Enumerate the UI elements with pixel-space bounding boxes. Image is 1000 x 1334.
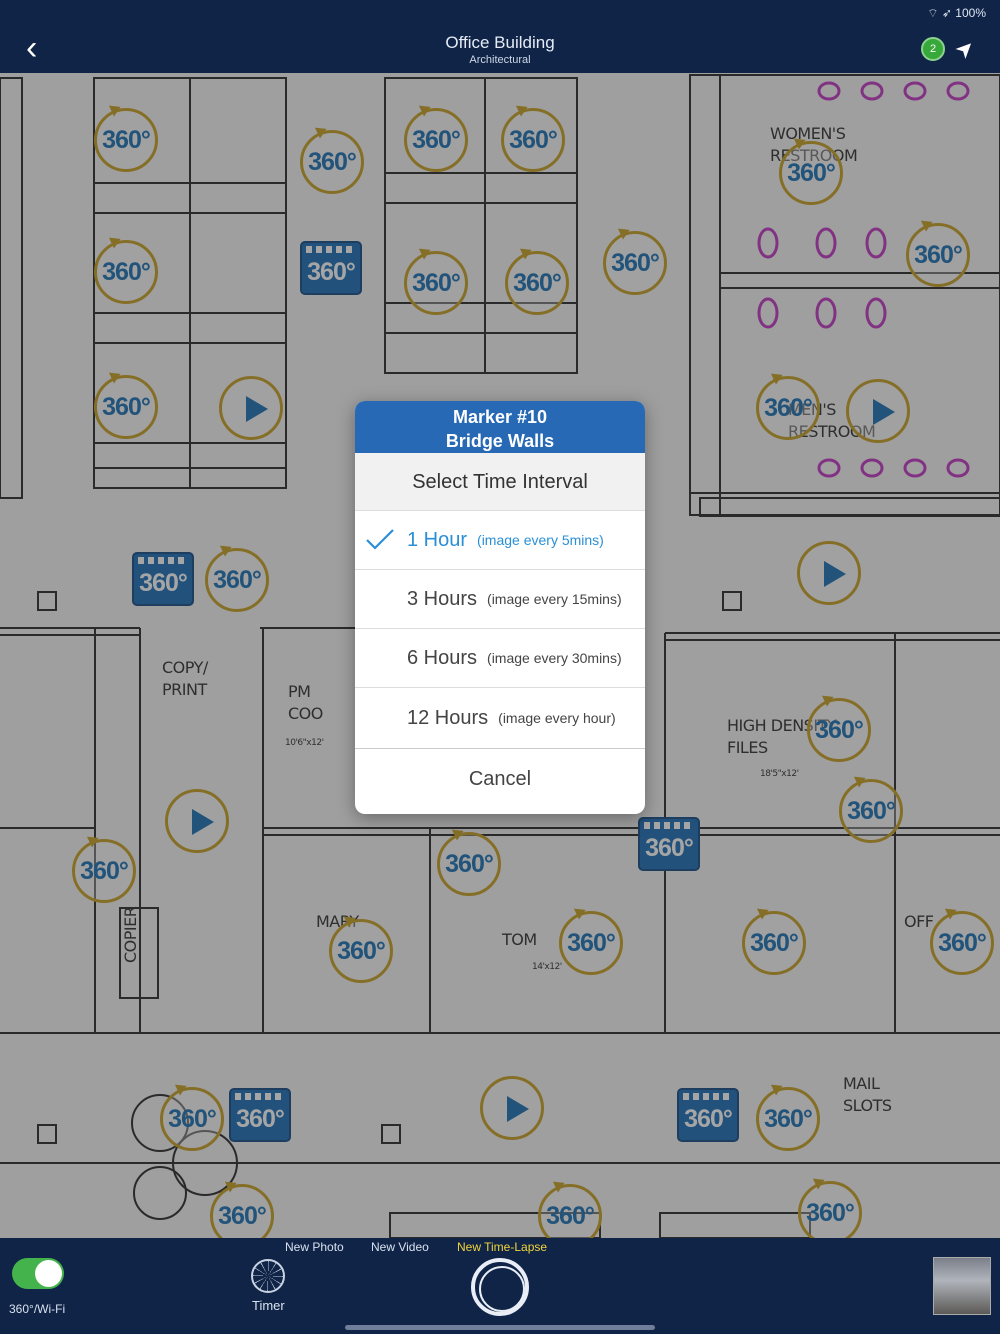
marker-video-360[interactable]: 360° — [677, 1088, 739, 1142]
dialog-title-marker: Marker #10 — [452, 407, 548, 427]
option-note: (image every 30mins) — [487, 650, 622, 666]
marker-360[interactable]: 360° — [437, 832, 501, 896]
marker-360[interactable]: 360° — [906, 223, 970, 287]
notification-badge[interactable]: 2 — [921, 37, 945, 61]
bottom-toolbar: 360°/Wi-Fi Timer New Photo New Video New… — [0, 1238, 1000, 1334]
marker-360[interactable]: 360° — [742, 911, 806, 975]
interval-option-3-hours[interactable]: 3 Hours (image every 15mins) — [355, 570, 645, 629]
play-marker-icon[interactable] — [480, 1076, 544, 1140]
plan-label-tom: TOM — [502, 930, 537, 949]
wifi-360-toggle[interactable] — [12, 1258, 64, 1289]
page-subtitle: Architectural — [469, 54, 531, 66]
marker-360[interactable]: 360° — [329, 919, 393, 983]
marker-360[interactable]: 360° — [210, 1184, 274, 1238]
option-label: 1 Hour — [407, 528, 468, 551]
plan-label-off: OFF — [904, 912, 934, 931]
marker-360[interactable]: 360° — [538, 1184, 602, 1238]
mode-new-video[interactable]: New Video — [371, 1240, 429, 1254]
option-label: 6 Hours — [407, 646, 478, 669]
shutter-button[interactable] — [471, 1258, 529, 1316]
marker-360[interactable]: 360° — [559, 911, 623, 975]
play-marker-icon[interactable] — [165, 789, 229, 853]
wifi-icon: ⌔ — [927, 6, 939, 20]
option-label: 3 Hours — [407, 587, 478, 610]
marker-360[interactable]: 360° — [807, 698, 871, 762]
marker-360[interactable]: 360° — [798, 1181, 862, 1238]
time-interval-dialog: Marker #10 Bridge Walls Select Time Inte… — [355, 401, 645, 814]
dialog-subtitle: Select Time Interval — [355, 453, 645, 511]
timer-label: Timer — [252, 1298, 285, 1313]
top-navigation-bar: ⌔ ➶ 100% ‹ Office Building Architectural… — [0, 0, 1000, 73]
plan-label-tom-size: 14'x12' — [532, 962, 562, 972]
marker-360[interactable]: 360° — [603, 231, 667, 295]
marker-360[interactable]: 360° — [160, 1087, 224, 1151]
checkmark-icon — [366, 529, 394, 550]
mode-new-time-lapse[interactable]: New Time-Lapse — [457, 1240, 548, 1254]
marker-video-360[interactable]: 360° — [638, 817, 700, 871]
marker-360[interactable]: 360° — [94, 375, 158, 439]
toggle-label: 360°/Wi-Fi — [9, 1302, 66, 1316]
location-arrow-icon: ➶ — [941, 6, 952, 20]
page-title: Office Building — [445, 33, 555, 52]
last-capture-thumbnail[interactable] — [933, 1257, 991, 1315]
marker-360[interactable]: 360° — [404, 108, 468, 172]
marker-360[interactable]: 360° — [501, 108, 565, 172]
status-bar: ⌔ ➶ 100% — [927, 6, 986, 21]
plan-label-hdf-size: 18'5"x12' — [760, 769, 799, 779]
marker-360[interactable]: 360° — [404, 251, 468, 315]
marker-360[interactable]: 360° — [505, 251, 569, 315]
cancel-button[interactable]: Cancel — [355, 748, 645, 814]
marker-360[interactable]: 360° — [94, 108, 158, 172]
marker-360[interactable]: 360° — [756, 376, 820, 440]
marker-360[interactable]: 360° — [72, 839, 136, 903]
marker-video-360[interactable]: 360° — [132, 552, 194, 606]
marker-video-360[interactable]: 360° — [300, 241, 362, 295]
marker-360[interactable]: 360° — [205, 548, 269, 612]
marker-video-360[interactable]: 360° — [229, 1088, 291, 1142]
option-note: (image every 5mins) — [477, 532, 604, 548]
timer-icon[interactable] — [251, 1259, 285, 1293]
interval-option-1-hour[interactable]: 1 Hour (image every 5mins) — [355, 511, 645, 570]
play-marker-icon[interactable] — [219, 376, 283, 440]
mode-new-photo[interactable]: New Photo — [285, 1240, 344, 1254]
home-indicator — [345, 1325, 655, 1330]
chevron-left-icon[interactable]: ‹ — [26, 29, 38, 67]
option-note: (image every hour) — [498, 710, 616, 726]
interval-option-12-hours[interactable]: 12 Hours (image every hour) — [355, 688, 645, 748]
marker-360[interactable]: 360° — [94, 240, 158, 304]
floor-plan-drawing — [0, 74, 1000, 1238]
option-label: 12 Hours — [407, 706, 489, 729]
marker-360[interactable]: 360° — [930, 911, 994, 975]
battery-level: 100% — [955, 6, 986, 20]
interval-option-6-hours[interactable]: 6 Hours (image every 30mins) — [355, 629, 645, 688]
dialog-header: Marker #10 Bridge Walls — [355, 401, 645, 453]
marker-360[interactable]: 360° — [756, 1087, 820, 1151]
marker-360[interactable]: 360° — [779, 141, 843, 205]
play-marker-icon[interactable] — [846, 379, 910, 443]
plan-label-pm-size: 10'6"x12' — [285, 738, 324, 748]
option-note: (image every 15mins) — [487, 591, 622, 607]
plan-label-copy-print: COPY/PRINT — [162, 658, 208, 699]
marker-360[interactable]: 360° — [300, 130, 364, 194]
dialog-title-name: Bridge Walls — [445, 431, 555, 451]
play-marker-icon[interactable] — [797, 541, 861, 605]
marker-360[interactable]: 360° — [839, 779, 903, 843]
